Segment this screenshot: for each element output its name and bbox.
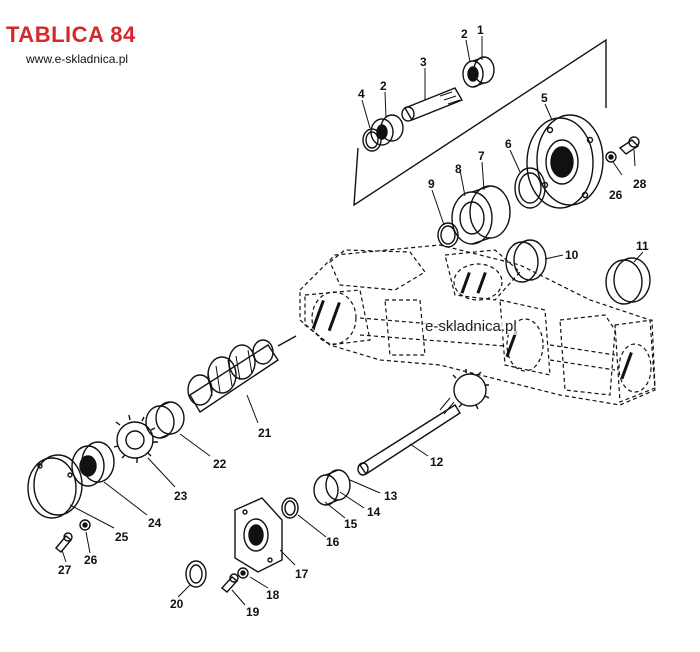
callout-16: 16 [326,535,340,549]
callout-2: 2 [380,79,387,93]
part-27-bolt [55,532,73,553]
callout-13: 13 [384,489,398,503]
callout-3: 3 [420,55,427,69]
callout-9: 9 [428,177,435,191]
part-11-cap [605,257,651,305]
part-4-snap-ring [362,128,382,152]
callout-17: 17 [295,567,309,581]
callout-7: 7 [478,149,485,163]
callout-28: 28 [633,177,647,191]
part-6-ring [514,167,546,209]
part-20-seal [185,560,207,588]
website-url: www.e-skladnica.pl [26,52,129,66]
part-26-washer-bottom [79,519,91,531]
page-title: TABLICA 84 [6,22,136,47]
part-12-shaft [357,369,490,476]
part-23-gear [113,414,158,463]
callout-23: 23 [174,489,188,503]
part-13-14-bearing [313,469,351,506]
callout-26: 26 [84,553,98,567]
part-3-shaft [401,87,464,122]
callout-5: 5 [541,91,548,105]
watermark-text: e-skladnica.pl [423,318,519,335]
leader-lines [61,36,644,606]
part-9-snap-ring [437,222,459,248]
part-22-bearing [145,401,185,439]
part-16-ring [281,497,299,519]
callout-6: 6 [505,137,512,151]
callout-18: 18 [266,588,280,602]
housing-hatching [311,271,633,380]
part-17-flange [234,497,283,573]
callout-8: 8 [455,162,462,176]
part-26-washer-top [605,151,617,163]
transmission-housing [299,244,656,406]
callout-1: 1 [477,23,484,37]
callout-12: 12 [430,455,444,469]
part-10-cap [505,239,547,283]
callout-20: 20 [170,597,184,611]
callout-26-top: 26 [609,188,623,202]
group-bracket [353,38,607,207]
callout-25: 25 [115,530,129,544]
part-25-cover [27,454,83,519]
callout-21: 21 [258,426,272,440]
part-28-bolt [618,136,640,155]
callout-15: 15 [344,517,358,531]
part-7-8-bearing-assembly [451,185,511,245]
callout-27: 27 [58,563,72,577]
callout-24: 24 [148,516,162,530]
part-5-flange-cover [526,114,604,209]
callout-labels: 1 2 3 2 4 5 6 7 8 9 10 11 12 13 14 15 16… [58,23,649,619]
callout-22: 22 [213,457,227,471]
part-19-bolt [220,573,239,593]
part-24-bearing [71,441,115,487]
part-18-washer [237,567,249,579]
part-1-bearing [462,56,495,88]
callout-11: 11 [636,239,649,253]
callout-2-top: 2 [461,27,468,41]
callout-19: 19 [246,605,260,619]
callout-14: 14 [367,505,381,519]
callout-4: 4 [358,87,365,101]
callout-10: 10 [565,248,579,262]
part-21-gear-shaft [187,335,297,413]
